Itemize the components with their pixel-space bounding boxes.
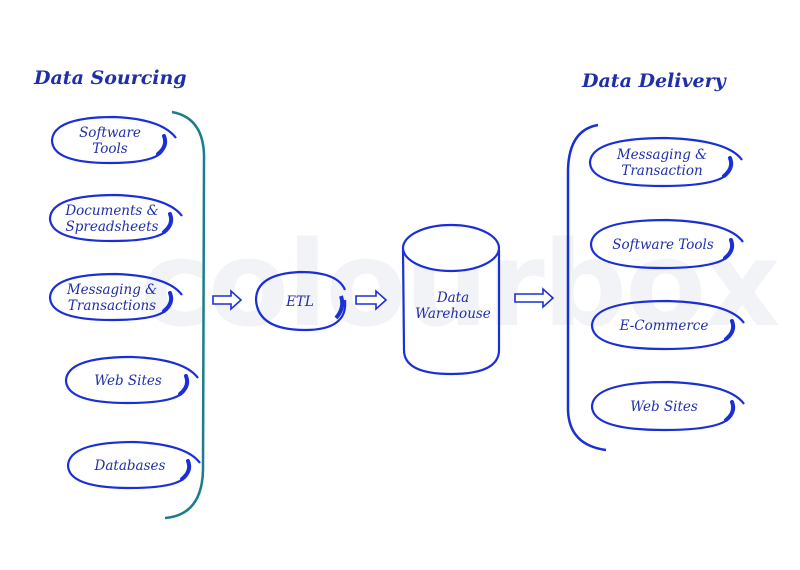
delivery-item-4: Web Sites bbox=[590, 380, 745, 432]
delivery-item-1-label-line-1: Messaging & bbox=[616, 147, 707, 163]
delivery-item-4-ellipse bbox=[590, 380, 745, 432]
sourcing-item-2-flourish bbox=[162, 212, 174, 234]
sourcing-item-3-label-line-2: Transactions bbox=[68, 298, 156, 314]
etl-node: ETL bbox=[254, 270, 347, 332]
warehouse-bottom bbox=[402, 349, 501, 376]
right-arrow-icon bbox=[355, 289, 388, 311]
data-delivery-title: Data Delivery bbox=[581, 70, 728, 92]
sourcing-item-3: Messaging &Transactions bbox=[48, 272, 183, 322]
data-warehouse-node: Data Warehouse bbox=[401, 223, 501, 376]
sourcing-item-1-flourish bbox=[156, 134, 168, 156]
sourcing-bracket bbox=[164, 110, 206, 520]
sourcing-item-4-flourish bbox=[178, 374, 190, 396]
flow-arrows bbox=[212, 287, 555, 311]
delivery-item-3-flourish bbox=[724, 319, 736, 341]
sourcing-item-2: Documents &Spreadsheets bbox=[48, 193, 183, 243]
sourcing-item-4-ellipse bbox=[64, 355, 199, 405]
delivery-item-2-flourish bbox=[723, 238, 735, 260]
sourcing-item-1-label-line-1: Software bbox=[79, 125, 141, 141]
delivery-item-1-flourish bbox=[722, 156, 734, 178]
warehouse-left-side bbox=[401, 249, 406, 351]
sourcing-item-2-ellipse bbox=[48, 193, 183, 243]
etl-ellipse-flourish bbox=[334, 295, 345, 320]
warehouse-label-line-2: Warehouse bbox=[415, 306, 491, 322]
delivery-item-1-label-line-2: Transaction bbox=[621, 163, 702, 179]
delivery-item-1: Messaging &Transaction bbox=[588, 136, 743, 188]
sourcing-item-5-ellipse bbox=[66, 440, 201, 490]
delivery-item-4-label-line-1: Web Sites bbox=[630, 399, 698, 415]
sourcing-item-1-label-line-2: Tools bbox=[92, 141, 128, 157]
warehouse-label-line-1: Data bbox=[436, 290, 469, 306]
sourcing-item-4-label-line-1: Web Sites bbox=[94, 373, 162, 389]
sourcing-item-3-label-line-1: Messaging & bbox=[66, 282, 157, 298]
delivery-item-3-ellipse bbox=[590, 299, 745, 351]
right-arrow-icon bbox=[212, 289, 243, 311]
sourcing-item-5-flourish bbox=[180, 459, 192, 481]
sourcing-item-2-label-line-1: Documents & bbox=[64, 203, 158, 219]
warehouse-top bbox=[401, 223, 501, 273]
sourcing-item-5-label-line-1: Databases bbox=[94, 458, 166, 474]
sourcing-item-4: Web Sites bbox=[64, 355, 199, 405]
delivery-item-2-label-line-1: Software Tools bbox=[612, 237, 714, 253]
etl-ellipse bbox=[254, 270, 347, 332]
delivery-item-2-ellipse bbox=[589, 218, 744, 270]
sourcing-item-2-label-line-2: Spreadsheets bbox=[66, 219, 159, 235]
data-sourcing-title: Data Sourcing bbox=[33, 67, 187, 89]
delivery-bracket bbox=[566, 123, 607, 452]
delivery-item-2: Software Tools bbox=[589, 218, 744, 270]
delivery-item-3: E-Commerce bbox=[590, 299, 745, 351]
sourcing-item-5: Databases bbox=[66, 440, 201, 490]
sourcing-item-3-flourish bbox=[162, 291, 174, 313]
etl-label: ETL bbox=[285, 294, 314, 310]
delivery-item-1-ellipse bbox=[588, 136, 743, 188]
right-arrow-icon bbox=[514, 287, 555, 309]
delivery-item-4-flourish bbox=[724, 400, 736, 422]
sourcing-item-1-ellipse bbox=[50, 115, 177, 165]
delivery-item-3-label-line-1: E-Commerce bbox=[619, 318, 709, 334]
sourcing-item-3-ellipse bbox=[48, 272, 183, 322]
